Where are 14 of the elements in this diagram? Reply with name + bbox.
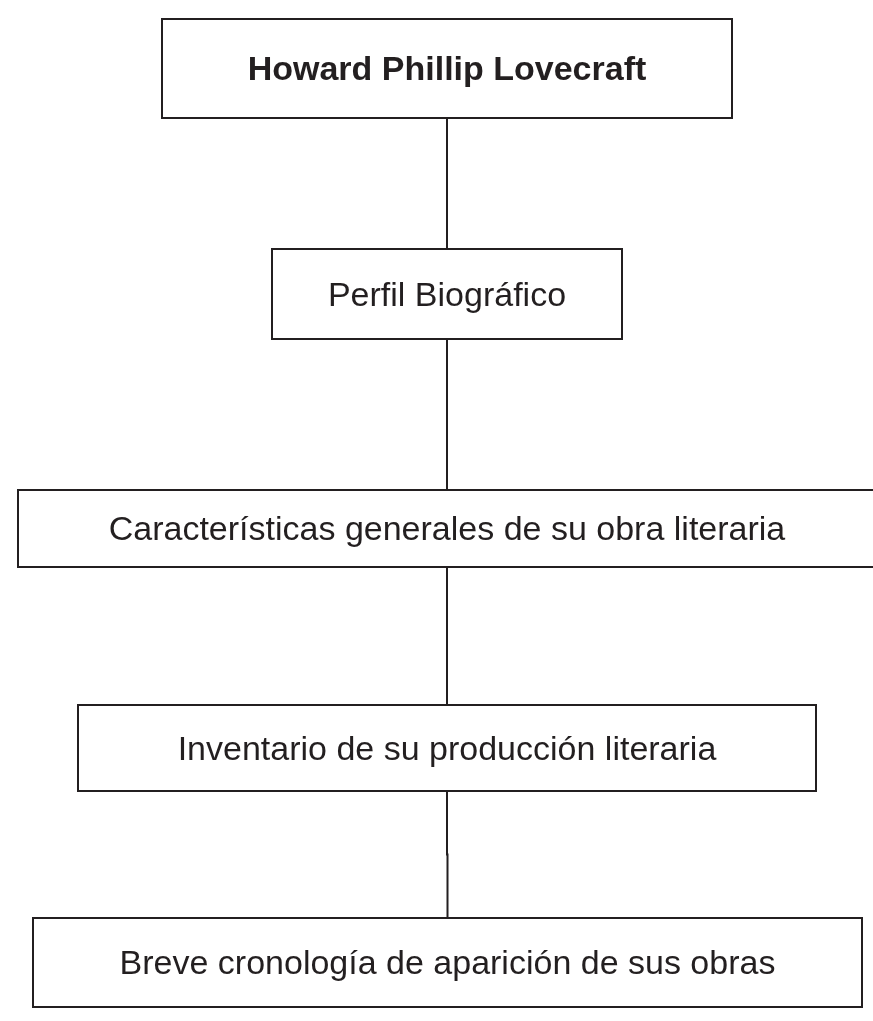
topic-box [17, 489, 873, 568]
topic-box [271, 248, 623, 340]
box-label: Howard Phillip Lovecraft [247, 49, 647, 88]
topic-box [77, 704, 817, 792]
connector-line [446, 118, 448, 249]
topic-box [32, 917, 863, 1008]
box-label: Inventario de su producción literaria [177, 728, 717, 768]
box-label: Perfil Biográfico [327, 274, 567, 314]
connector-line [446, 339, 448, 490]
box-label: Breve cronología de aparición de sus obras [119, 943, 776, 982]
box-label: Características generales de su obra literaria [108, 509, 786, 548]
title-box [161, 18, 733, 119]
connector-line [446, 791, 449, 918]
connector-line [446, 567, 448, 705]
